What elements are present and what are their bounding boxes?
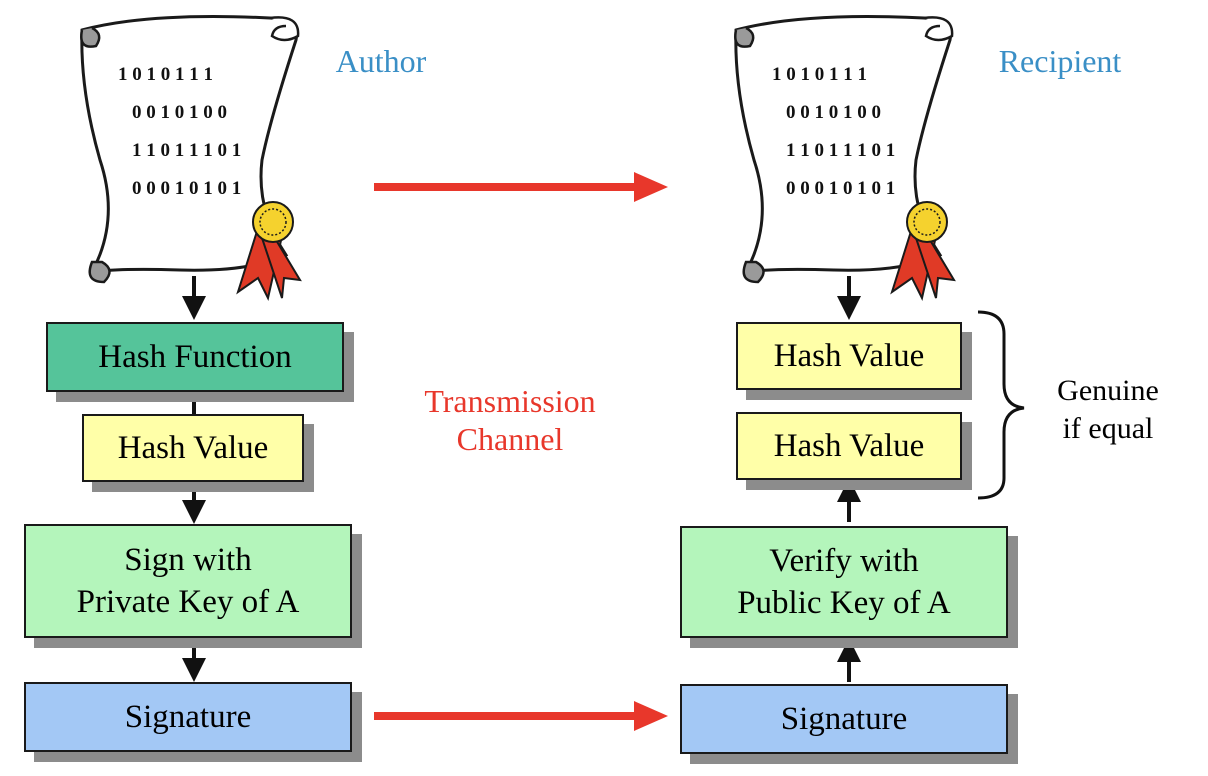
recipient-hash-value-bottom-box: Hash Value	[736, 412, 962, 480]
verify-line-1: Verify with	[769, 543, 919, 579]
recipient-signature-box: Signature	[680, 684, 1008, 754]
recipient-hash-value-bottom-label: Hash Value	[773, 428, 925, 464]
author-signature-box: Signature	[24, 682, 352, 752]
recipient-document-line-4: 0 0 0 1 0 1 0 1	[786, 178, 895, 199]
author-signature-label: Signature	[124, 699, 252, 735]
author-hash-value-label: Hash Value	[117, 430, 269, 466]
verify-line-2: Public Key of A	[737, 585, 951, 621]
transmission-arrow-signature	[374, 701, 668, 731]
recipient-document-scroll	[734, 15, 954, 284]
hash-function-box: Hash Function	[46, 322, 344, 392]
transmission-channel-line-2: Channel	[456, 421, 564, 457]
recipient-document-line-2: 0 0 1 0 1 0 0	[786, 102, 881, 123]
recipient-label: Recipient	[998, 43, 1122, 79]
sign-with-private-key-box: Sign with Private Key of A	[24, 524, 352, 638]
recipient-hash-value-top-box: Hash Value	[736, 322, 962, 390]
verify-with-public-key-box: Verify with Public Key of A	[680, 526, 1008, 638]
recipient-seal-ribbon	[890, 201, 956, 301]
sign-line-2: Private Key of A	[76, 584, 300, 620]
recipient-document-line-1: 1 0 1 0 1 1 1	[772, 64, 867, 85]
author-hash-value-box: Hash Value	[82, 414, 304, 482]
genuine-line-2: if equal	[1062, 412, 1154, 445]
author-document-line-3: 1 1 0 1 1 1 0 1	[132, 140, 241, 161]
author-document-line-2: 0 0 1 0 1 0 0	[132, 102, 227, 123]
transmission-channel-label: Transmission Channel	[390, 382, 630, 458]
author-document-line-1: 1 0 1 0 1 1 1	[118, 64, 213, 85]
author-document-line-4: 0 0 0 1 0 1 0 1	[132, 178, 241, 199]
author-label: Author	[335, 43, 427, 79]
genuine-line-1: Genuine	[1057, 374, 1159, 407]
recipient-signature-label: Signature	[780, 701, 908, 737]
genuine-if-equal-label: Genuine if equal	[1028, 372, 1188, 448]
recipient-document-line-3: 1 1 0 1 1 1 0 1	[786, 140, 895, 161]
hash-function-label: Hash Function	[98, 339, 292, 375]
transmission-arrow-document	[374, 172, 668, 202]
author-seal-ribbon	[236, 201, 302, 301]
recipient-hash-value-top-label: Hash Value	[773, 338, 925, 374]
transmission-channel-line-1: Transmission	[424, 383, 596, 419]
comparison-brace	[977, 310, 1025, 500]
sign-line-1: Sign with	[124, 542, 252, 578]
